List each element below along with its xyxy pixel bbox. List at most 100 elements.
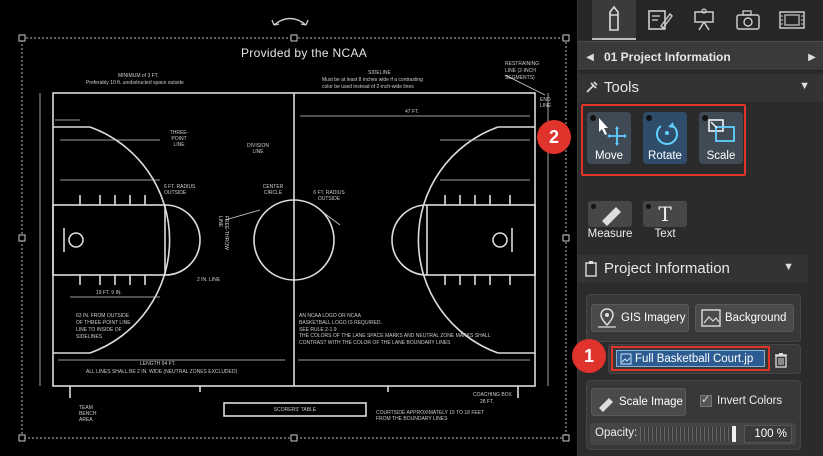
presenter-icon	[694, 8, 714, 31]
project-info-title: Project Information	[604, 260, 730, 277]
note-minimum: MINIMUM of 3 FT.	[118, 73, 159, 79]
note-must-be: Must be at least 8 inches wide if a cont…	[322, 77, 423, 83]
tools-section-header[interactable]: Tools ▼	[578, 74, 823, 102]
gis-imagery-button[interactable]: GIS Imagery	[591, 304, 689, 332]
tab-film[interactable]	[770, 0, 814, 40]
scale-image-label: Scale Image	[619, 396, 683, 408]
ruler-icon	[602, 207, 621, 226]
file-highlight: Full Basketball Court.jp	[611, 346, 770, 371]
camera-icon	[736, 10, 760, 30]
note-63in: 63 IN. FROM OUTSIDE	[76, 313, 130, 319]
note-sideline: SIDELINE	[368, 70, 391, 76]
note-color: color be used instead of 2-inch-wide lin…	[322, 84, 414, 90]
next-arrow-icon[interactable]: ▶	[808, 51, 816, 63]
note-47ft: 47 FT.	[405, 109, 419, 115]
note-contrast: CONTRAST WITH THE COLOR OF THE LANE BOUN…	[299, 340, 451, 346]
scale-tool-button[interactable]: Scale	[699, 112, 743, 164]
note-three-point: THREE-POINT LINE	[169, 130, 189, 148]
note-sidelines: SIDELINES	[76, 334, 103, 340]
callout-badge-1: 1	[572, 339, 606, 373]
image-canvas[interactable]: Provided by the NCAA MINIMUM of 3 FT. Pr…	[0, 0, 577, 456]
gis-imagery-label: GIS Imagery	[621, 312, 686, 324]
chevron-down-icon[interactable]: ▼	[783, 261, 794, 273]
note-free-throw: FREE-THROW LINE	[217, 216, 229, 250]
note-coaching-box: COACHING BOX	[473, 392, 512, 398]
check-icon: ✓	[701, 394, 711, 406]
move-label: Move	[594, 150, 624, 162]
image-frame-icon	[701, 309, 721, 327]
text-tool-button[interactable]: T	[643, 201, 687, 227]
move-tool-button[interactable]: Move	[587, 112, 631, 164]
note-all-lines: ALL LINES SHALL BE 2 IN. WIDE (NEUTRAL Z…	[86, 369, 238, 375]
pencil-icon	[609, 6, 619, 31]
breadcrumb-label: 01 Project Information	[604, 50, 731, 64]
note-28ft: 28 FT.	[480, 399, 494, 405]
note-center-circle: CENTER CIRCLE	[262, 184, 284, 196]
note-courtside: COURTSIDE APPROXIMATELY 15 TO 18 FEET FR…	[376, 410, 485, 422]
note-logo-required: BASKETBALL LOGO IS REQUIRED.	[299, 320, 382, 326]
rotate-label: Rotate	[648, 150, 682, 162]
clipboard-icon	[585, 261, 597, 277]
ruler-icon	[599, 398, 613, 412]
note-of-three: OF THREE-POINT LINE	[76, 320, 131, 326]
opacity-slider[interactable]	[640, 426, 736, 442]
opacity-value[interactable]: 100 %	[744, 425, 792, 443]
map-pin-icon	[598, 308, 616, 328]
prev-arrow-icon[interactable]: ◀	[586, 51, 594, 63]
note-6ft-radius-left: 6 FT. RADIUS OUTSIDE	[164, 184, 196, 196]
move-icon	[599, 118, 627, 146]
background-button[interactable]: Background	[695, 304, 794, 332]
note-ncaa-logo: AN NCAA LOGO OR NCAA	[299, 313, 361, 319]
note-end-line: END LINE	[540, 97, 552, 109]
text-t-icon: T	[658, 202, 672, 226]
note-length: LENGTH 94 FT.	[140, 361, 176, 367]
project-info-header[interactable]: Project Information ▼	[578, 255, 808, 283]
note-preferably: Preferably 10 ft. unobstructed space out…	[86, 80, 184, 86]
tab-camera[interactable]	[726, 0, 770, 40]
note-6ft-radius-center: 6 FT. RADIUS OUTSIDE	[313, 190, 345, 202]
trash-icon[interactable]	[774, 352, 788, 368]
tab-presenter[interactable]	[682, 0, 726, 40]
file-name: Full Basketball Court.jp	[635, 353, 754, 365]
note-line-2in: LINE (2-INCH	[505, 68, 536, 74]
rotate-tool-button[interactable]: Rotate	[643, 112, 687, 164]
measure-tool-button[interactable]	[588, 201, 632, 227]
opacity-slider-handle[interactable]	[732, 426, 736, 442]
tab-project[interactable]	[592, 0, 636, 40]
rotate-icon	[656, 122, 678, 145]
edit-icon	[648, 10, 673, 30]
scale-icon	[708, 119, 735, 142]
note-segments: SEGMENTS)	[505, 75, 535, 81]
callout-badge-2: 2	[537, 120, 571, 154]
invert-colors-checkbox[interactable]: ✓	[700, 394, 712, 407]
measure-label: Measure	[587, 228, 633, 240]
court-diagram	[18, 17, 570, 442]
opacity-label: Opacity:	[595, 427, 638, 439]
scale-image-button[interactable]: Scale Image	[591, 388, 686, 416]
tab-layers[interactable]	[638, 0, 682, 40]
note-line-to: LINE TO INSIDE OF	[76, 327, 122, 333]
scorers-table-label: SCORERS' TABLE	[273, 407, 317, 413]
invert-colors-label: Invert Colors	[717, 395, 783, 407]
text-label: Text	[654, 228, 676, 240]
scale-label: Scale	[706, 150, 736, 162]
background-label: Background	[725, 312, 787, 324]
diagram-title: Provided by the NCAA	[241, 46, 368, 60]
tools-title: Tools	[604, 79, 640, 96]
note-colors-lane: THE COLORS OF THE LANE SPACE MARKS AND N…	[299, 333, 491, 339]
note-division-line: DIVISION LINE	[247, 143, 269, 155]
file-item[interactable]: Full Basketball Court.jp	[616, 350, 765, 367]
note-19ft: 19 FT. 9 IN.	[96, 290, 122, 296]
image-file-icon	[620, 353, 632, 365]
chevron-down-icon[interactable]: ▼	[799, 80, 810, 92]
note-team-bench: TEAM BENCH AREA	[79, 405, 97, 423]
opacity-slider-row: Opacity: 100 %	[590, 423, 796, 445]
transform-tools-highlight: Move Rotate Scale	[581, 104, 746, 176]
breadcrumb: ◀ 01 Project Information ▶	[578, 41, 823, 71]
film-icon	[779, 11, 805, 29]
panel-tabs	[578, 0, 823, 40]
note-rule: SEE RULE 2-1.9	[299, 327, 337, 333]
note-restraining: RESTRAINING	[505, 61, 540, 67]
tools-icon	[586, 81, 598, 93]
